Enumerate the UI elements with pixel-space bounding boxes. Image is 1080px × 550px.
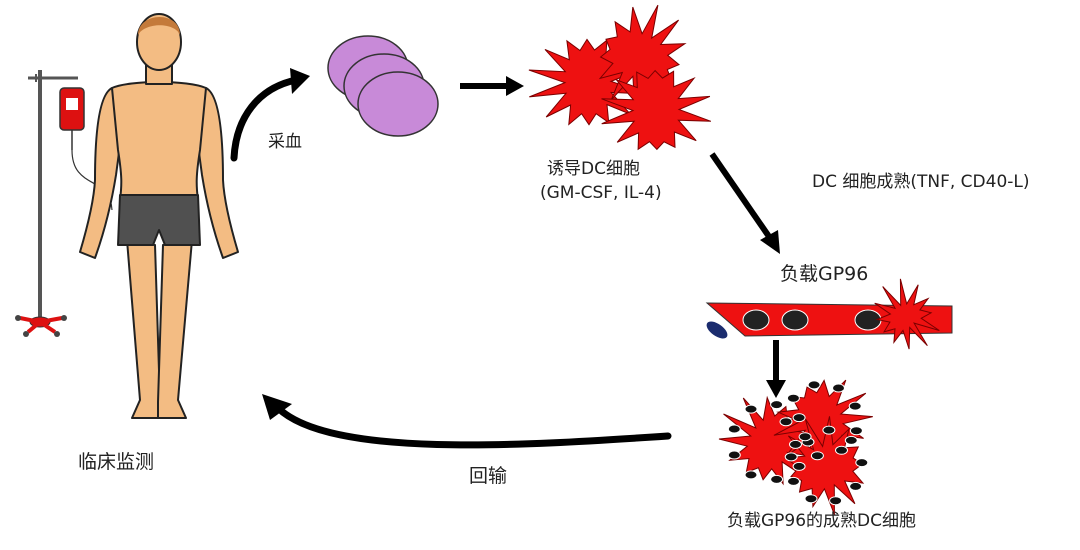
reinfusion-arrow bbox=[274, 404, 672, 449]
blood-draw-label: 采血 bbox=[268, 132, 302, 152]
gp96-antigen-dot bbox=[829, 496, 843, 506]
gp96-antigen-dot bbox=[770, 400, 784, 410]
dc-maturation-label: DC 细胞成熟(TNF, CD40-L) bbox=[812, 172, 1030, 192]
gp96-antigen-dot bbox=[792, 461, 806, 471]
clinical-monitoring-label: 临床监测 bbox=[78, 451, 155, 473]
gp96-antigen-dot bbox=[822, 425, 836, 435]
induce-dc-label: 诱导DC细胞 bbox=[547, 159, 640, 179]
gp96-antigen-dot bbox=[798, 432, 812, 442]
reinfusion-label: 回输 bbox=[469, 465, 508, 487]
gp96-antigen-dot bbox=[835, 445, 848, 455]
iv-drip-stand-icon bbox=[15, 70, 113, 337]
induce-dc-cytokines-label: (GM-CSF, IL-4) bbox=[540, 183, 662, 203]
gp96-antigen-dot bbox=[810, 451, 824, 461]
gp96-antigen-dot bbox=[792, 413, 806, 423]
gp96-antigen-dot bbox=[855, 458, 869, 468]
dc-cell-cluster bbox=[528, 4, 712, 151]
gp96-antigen-dot bbox=[727, 450, 741, 460]
gp96-antigen-dot bbox=[832, 383, 845, 393]
gp96-antigen-dot bbox=[787, 476, 800, 486]
gp96-antigen-dot bbox=[786, 393, 800, 403]
gp96-antigen-dot bbox=[770, 474, 784, 484]
human-figure bbox=[79, 13, 239, 419]
blood-draw-arrow bbox=[230, 76, 300, 162]
monocyte-cells bbox=[327, 35, 439, 137]
gp96-strip bbox=[705, 278, 953, 350]
loaded-mature-dc-label: 负载GP96的成熟DC细胞 bbox=[727, 511, 917, 531]
maturation-arrow bbox=[709, 152, 773, 240]
gp96-antigen-dot bbox=[844, 435, 858, 445]
gp96-antigen-dot bbox=[744, 470, 758, 480]
loaded-dc-cluster bbox=[718, 379, 873, 515]
gp96-antigen-dot bbox=[784, 452, 798, 462]
gp96-antigen-dot bbox=[744, 404, 758, 414]
gp96-antigen-dot bbox=[807, 380, 821, 390]
gp96-antigen-dot bbox=[789, 439, 802, 449]
gp96-antigen-dot bbox=[779, 417, 793, 427]
gp96-antigen-dot bbox=[727, 424, 741, 434]
gp96-antigen-dot bbox=[849, 481, 863, 491]
gp96-antigen-dot bbox=[848, 401, 862, 411]
gp96-antigen-dot bbox=[849, 426, 863, 436]
load-gp96-label: 负载GP96 bbox=[780, 263, 869, 285]
gp96-antigen-dot bbox=[804, 494, 818, 504]
